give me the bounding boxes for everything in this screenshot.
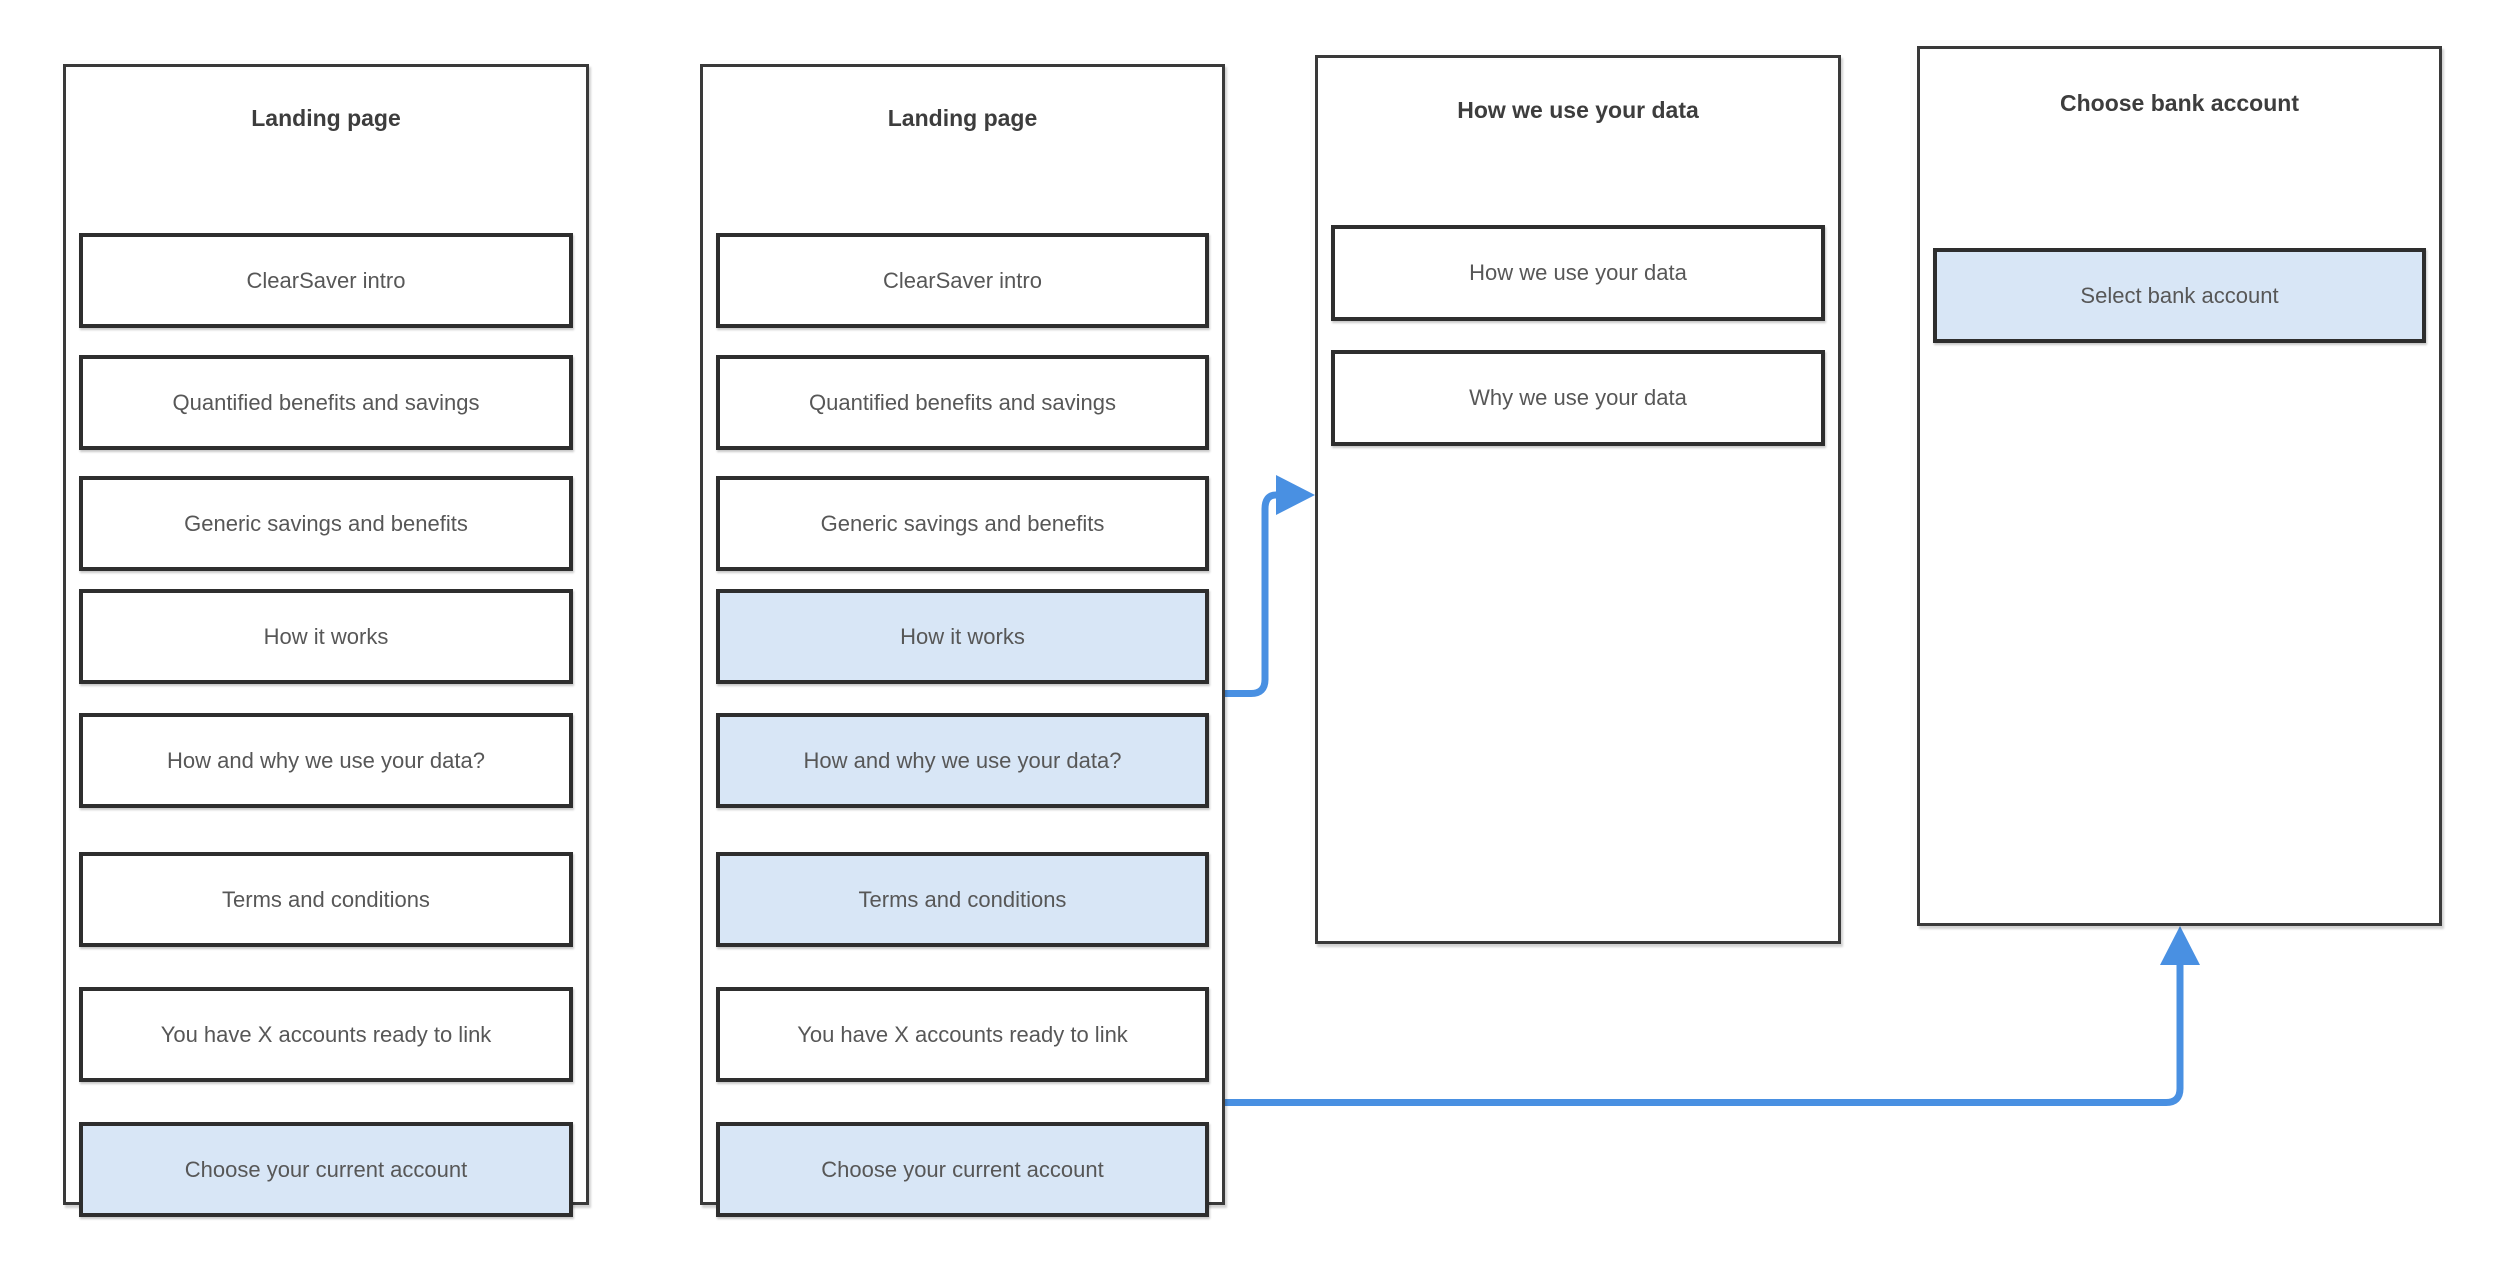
flow-box: How and why we use your data? [716, 713, 1209, 808]
flow-box: Quantified benefits and savings [79, 355, 573, 450]
flow-box: Select bank account [1933, 248, 2426, 343]
arrowhead-up-icon [2160, 926, 2200, 965]
flow-box: Why we use your data [1331, 350, 1825, 446]
arrowhead-right-icon [1276, 475, 1315, 515]
arrow-choose-account-to-choose-bank-account [1213, 926, 2200, 1106]
flow-box: How it works [716, 589, 1209, 684]
panel-title: Landing page [251, 105, 401, 131]
arrow-elbow-line [1213, 965, 2184, 1106]
flow-box: How it works [79, 589, 573, 684]
flow-box: You have X accounts ready to link [716, 987, 1209, 1082]
arrow-how-why-data-to-how-we-use-data [1213, 475, 1315, 697]
flow-box: Generic savings and benefits [716, 476, 1209, 571]
flow-box: Terms and conditions [716, 852, 1209, 947]
flow-box: Quantified benefits and savings [716, 355, 1209, 450]
flow-box: Choose your current account [716, 1122, 1209, 1217]
panel-title: Choose bank account [2060, 90, 2299, 116]
panel-title: Landing page [887, 105, 1038, 131]
flow-box: How and why we use your data? [79, 713, 573, 808]
panel-title: How we use your data [1457, 97, 1699, 123]
flow-box: Generic savings and benefits [79, 476, 573, 571]
flow-box: Terms and conditions [79, 852, 573, 947]
flow-box: You have X accounts ready to link [79, 987, 573, 1082]
flow-box: ClearSaver intro [79, 233, 573, 328]
flow-box: Choose your current account [79, 1122, 573, 1217]
flow-box: How we use your data [1331, 225, 1825, 321]
flow-box: ClearSaver intro [716, 233, 1209, 328]
